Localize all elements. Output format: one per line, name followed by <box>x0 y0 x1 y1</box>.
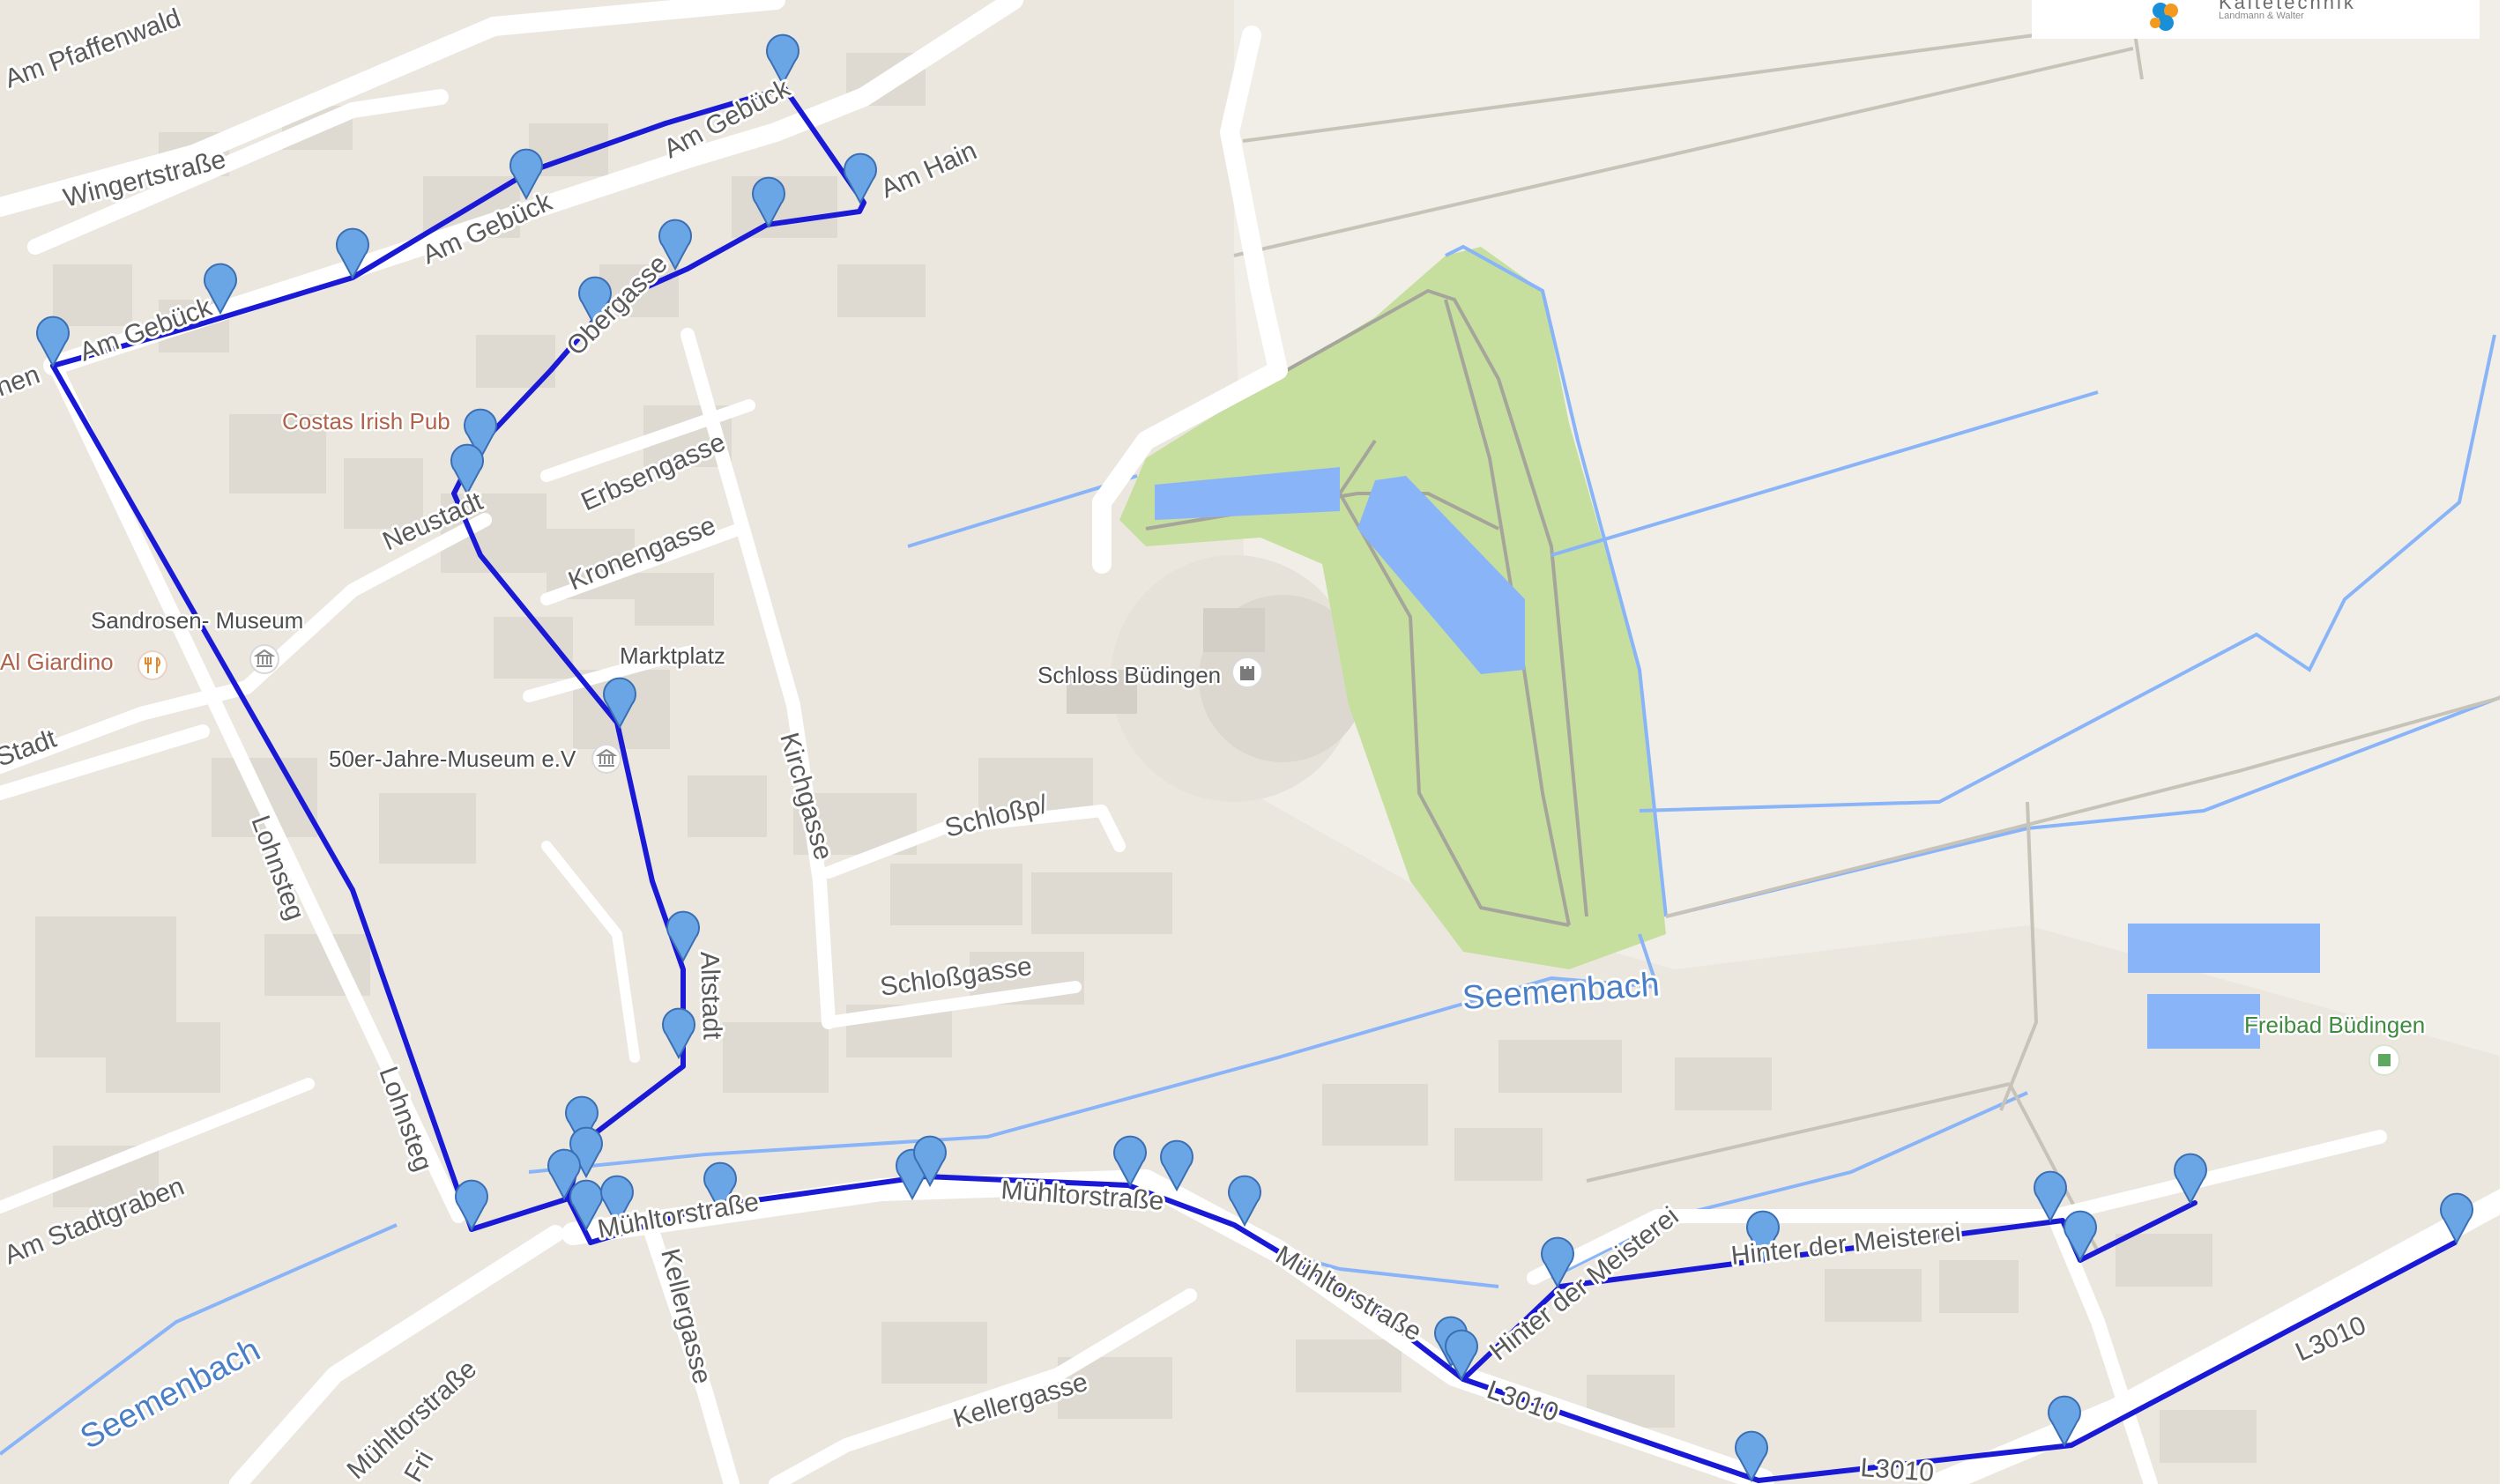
poi-costas-irish-pub[interactable]: Costas Irish Pub <box>280 406 453 437</box>
poi-marktplatz[interactable]: Marktplatz <box>618 641 728 672</box>
route-marker-pin[interactable] <box>565 1095 599 1148</box>
route-marker-pin[interactable] <box>1445 1329 1478 1382</box>
route-marker-pin[interactable] <box>336 227 369 280</box>
route-marker-pin[interactable] <box>1746 1210 1780 1263</box>
route-marker-pin[interactable] <box>2440 1192 2473 1245</box>
route-marker-pin[interactable] <box>1228 1175 1261 1228</box>
street-label: Altstadt <box>695 951 726 1041</box>
route-marker-pin[interactable] <box>2048 1395 2081 1448</box>
logo-title: Kältetechnik <box>2219 0 2356 13</box>
route-marker-pin[interactable] <box>603 677 636 730</box>
route-marker-pin[interactable] <box>455 1179 488 1232</box>
castle-icon[interactable] <box>1231 657 1263 688</box>
logo-subtitle: Landmann & Walter <box>2219 11 2304 21</box>
route-marker-pin[interactable] <box>844 152 877 205</box>
route-marker-pin[interactable] <box>766 33 799 86</box>
street-label: L3010 <box>1860 1453 1936 1484</box>
water-lines <box>0 244 2504 1456</box>
route-marker-pin[interactable] <box>666 910 700 963</box>
poi-freibad-buedingen[interactable]: Freibad Büdingen <box>2242 1010 2428 1041</box>
poi-50er-jahre-museum[interactable]: 50er-Jahre-Museum e.V <box>327 744 579 775</box>
castle-grounds <box>1067 555 1366 802</box>
route-marker-pin[interactable] <box>569 1126 603 1179</box>
map-border <box>2500 0 2506 1484</box>
route-marker-pin[interactable] <box>547 1148 581 1201</box>
building-blocks <box>35 53 2257 1463</box>
poi-al-giardino[interactable]: Al Giardino <box>0 647 115 678</box>
route-marker-pin[interactable] <box>2064 1210 2097 1263</box>
route-marker-pin[interactable] <box>2034 1170 2067 1223</box>
restaurant-icon[interactable] <box>138 650 167 680</box>
points-of-interest[interactable]: Costas Irish Pub Sandrosen- Museum Al Gi… <box>0 406 2428 1076</box>
route-marker-pin[interactable] <box>662 1007 695 1060</box>
route-l3010 <box>1461 1240 2458 1483</box>
route-marker-pin[interactable] <box>658 219 692 271</box>
route-marker-pin[interactable] <box>450 443 484 496</box>
museum-icon[interactable] <box>249 644 279 674</box>
route-marker-pin[interactable] <box>600 1175 634 1228</box>
snowflake-logo-icon <box>2150 3 2178 31</box>
route-marker-pin[interactable] <box>1735 1430 1768 1483</box>
route-south-road <box>566 1174 2197 1382</box>
park-icon[interactable] <box>2368 1044 2400 1076</box>
route-marker-pin[interactable] <box>36 315 70 368</box>
route-marker-pin[interactable] <box>752 176 785 229</box>
poi-sandrosen-museum[interactable]: Sandrosen- Museum <box>89 605 306 636</box>
route-marker-pin[interactable] <box>569 1179 603 1232</box>
route-marker-pin[interactable] <box>464 408 497 461</box>
route-marker-pin[interactable] <box>578 276 612 329</box>
route-marker-pin[interactable] <box>509 148 543 201</box>
ponds <box>1155 467 2320 1049</box>
museum-icon[interactable] <box>591 744 621 774</box>
route-marker-pin[interactable] <box>1113 1135 1147 1188</box>
poi-schloss-buedingen[interactable]: Schloss Büdingen <box>1036 660 1223 691</box>
route-marker-pin[interactable] <box>1541 1236 1574 1289</box>
route-marker-pin[interactable] <box>913 1135 947 1188</box>
route-marker-pin[interactable] <box>204 263 237 315</box>
route-markers[interactable] <box>36 33 2473 1483</box>
route-marker-pin[interactable] <box>2174 1153 2207 1206</box>
route-marker-pin[interactable] <box>703 1161 737 1214</box>
company-logo: Kältetechnik Landmann & Walter <box>2032 0 2480 39</box>
castle-park <box>1119 247 1666 969</box>
route-marker-pin[interactable] <box>1160 1139 1194 1192</box>
